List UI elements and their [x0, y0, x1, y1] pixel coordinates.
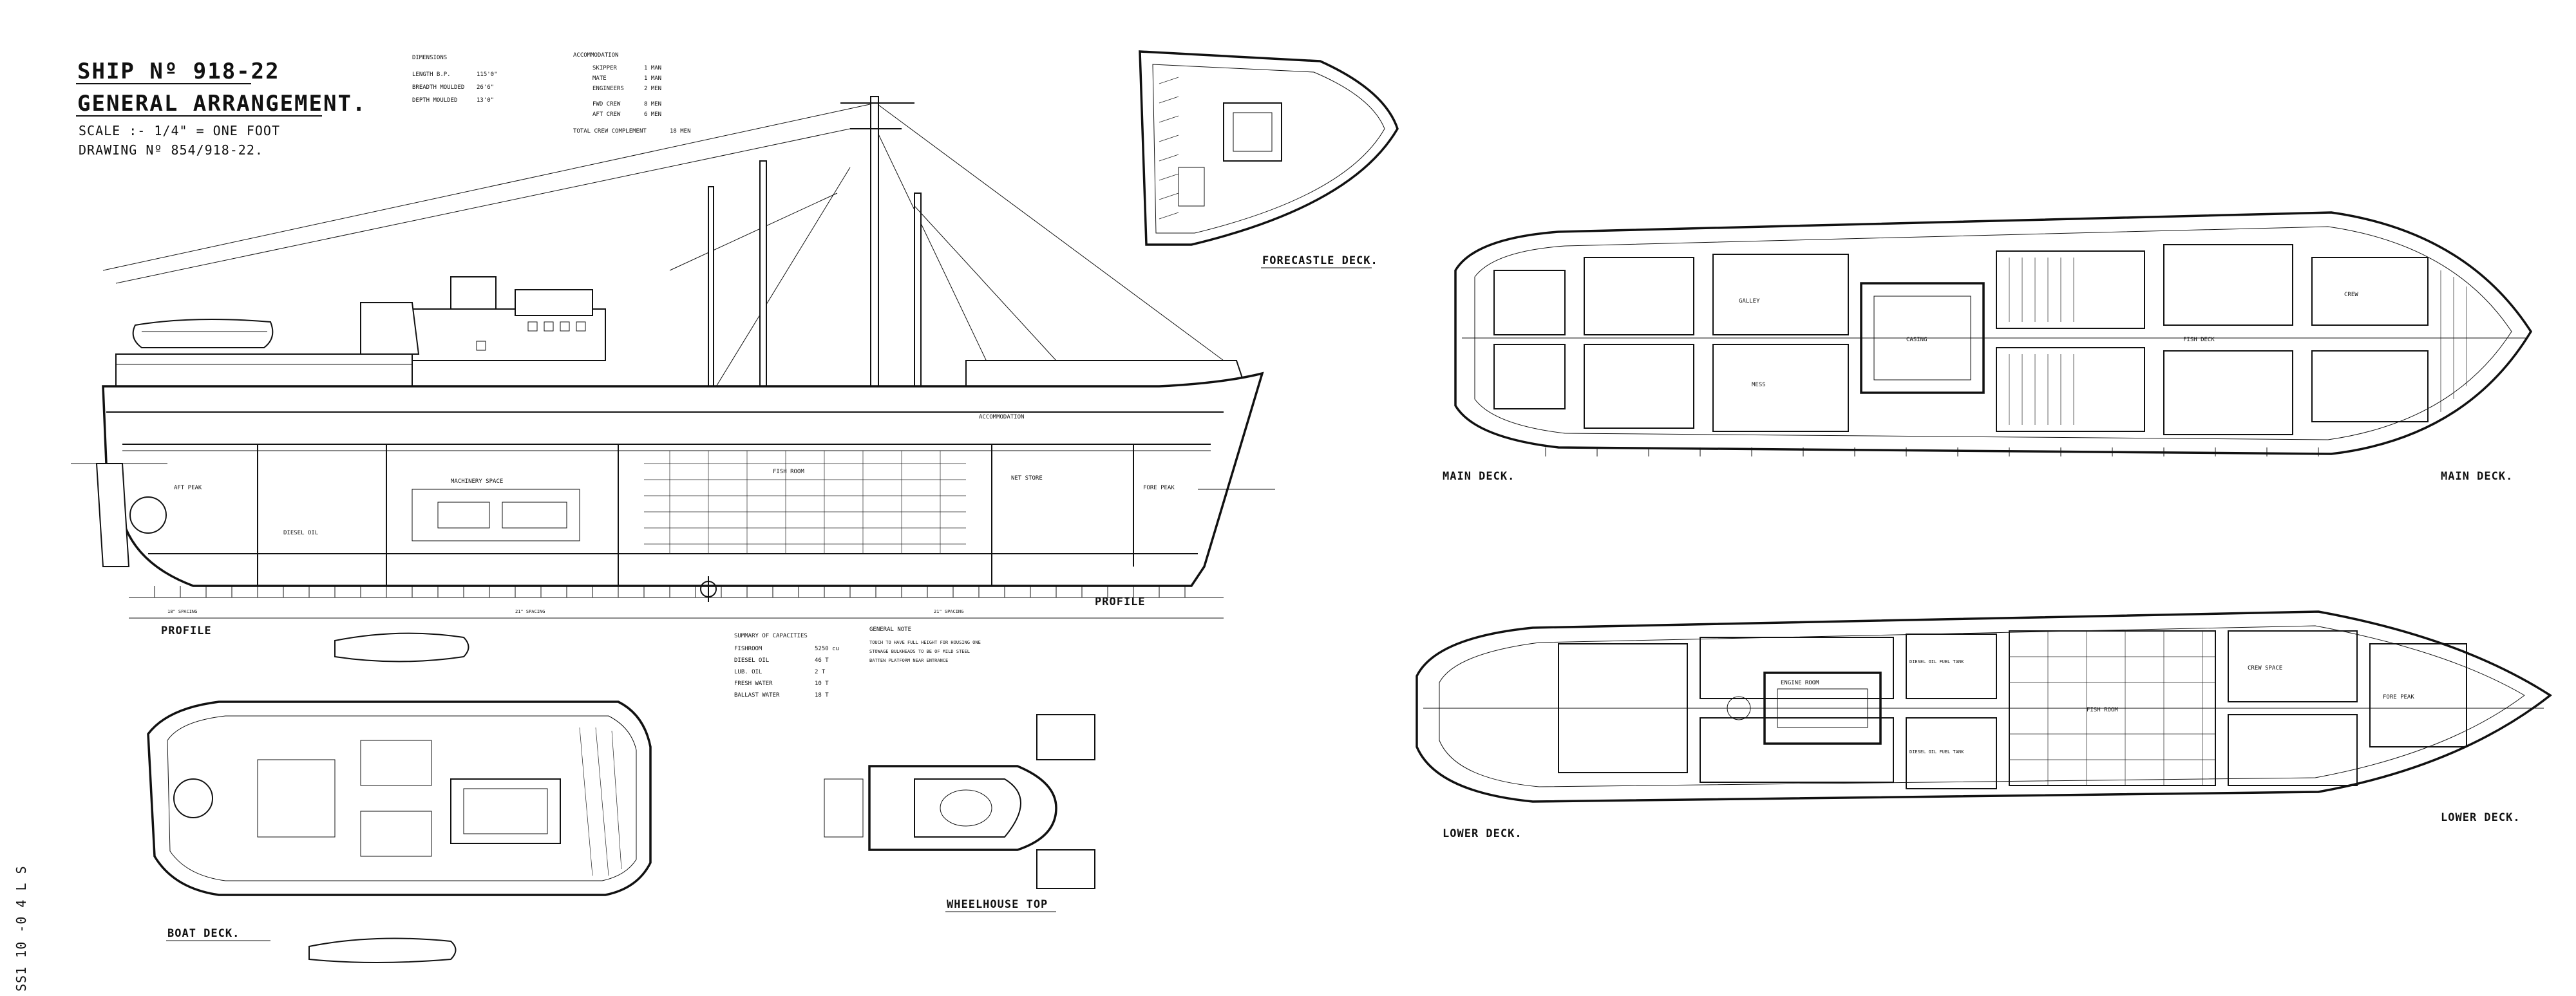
general-note-line-1: TOUCH TO HAVE FULL HEIGHT FOR HOUSING ON… — [869, 640, 981, 645]
accom-label-4: FWD CREW — [592, 101, 621, 108]
main-deck-hatching — [2009, 258, 2467, 425]
profile-aftpeak-label: AFT PEAK — [174, 485, 202, 491]
cap-value-3: 2 T — [815, 669, 826, 675]
dim-value-3: 13'0" — [477, 97, 494, 104]
accom-value-1: 1 MAN — [644, 65, 661, 71]
main-deck-casing: CASING — [1906, 337, 1927, 343]
lower-engine-room: ENGINE ROOM — [1781, 680, 1819, 686]
boat-deck-hatching — [579, 727, 622, 876]
dim-value-2: 26'6" — [477, 84, 494, 91]
main-deck-galley: GALLEY — [1739, 298, 1760, 305]
general-note-line-3: BATTEN PLATFORM NEAR ENTRANCE — [869, 658, 948, 663]
forecastle-label: FORECASTLE DECK. — [1262, 254, 1378, 267]
lower-crew: CREW SPACE — [2248, 665, 2282, 672]
wheelhouse-top-plan: WHEELHOUSE TOP — [824, 714, 1095, 912]
accom-value-2: 1 MAN — [644, 75, 661, 82]
cap-value-4: 10 T — [815, 681, 829, 687]
general-note: GENERAL NOTE TOUCH TO HAVE FULL HEIGHT F… — [869, 626, 981, 663]
lower-fish-room-grid — [2009, 631, 2215, 785]
accom-label-5: AFT CREW — [592, 111, 621, 118]
accom-value-3: 2 MEN — [644, 86, 661, 92]
cap-value-2: 46 T — [815, 657, 829, 664]
forecastle-deck-plan: FORECASTLE DECK. — [1139, 50, 1399, 268]
drawing-scale: SCALE :- 1/4" = ONE FOOT — [79, 123, 280, 138]
cap-label-1: FISHROOM — [734, 646, 762, 652]
main-deck-outline — [1454, 211, 2533, 455]
boat-deck-label: BOAT DECK. — [167, 927, 240, 940]
profile-fuel-label: DIESEL OIL — [283, 530, 318, 536]
dimensions-heading: DIMENSIONS — [412, 55, 447, 61]
lower-fore-peak: FORE PEAK — [2383, 694, 2414, 700]
frame-ticks — [129, 586, 1224, 619]
main-deck-plan: GALLEY MESS CASING FISH DECK CREW MAIN D… — [1443, 211, 2533, 483]
accom-label-2: MATE — [592, 75, 607, 82]
boat-deck-plan: BOAT DECK. — [147, 632, 652, 963]
main-deck-label-left: MAIN DECK. — [1443, 470, 1515, 483]
general-note-line-2: STOWAGE BULKHEADS TO BE OF MILD STEEL — [869, 649, 970, 654]
accom-heading: ACCOMMODATION — [573, 52, 618, 59]
lower-deck-label-right: LOWER DECK. — [2441, 811, 2521, 824]
dim-label-2: BREADTH MOULDED — [412, 84, 464, 91]
capacities-table: SUMMARY OF CAPACITIES FISHROOM 5250 cu D… — [734, 633, 839, 699]
lower-deck-label-left: LOWER DECK. — [1443, 827, 1522, 840]
capacities-heading: SUMMARY OF CAPACITIES — [734, 633, 808, 639]
profile-fishroom-label: FISH ROOM — [773, 469, 804, 475]
accom-label-6: TOTAL CREW COMPLEMENT — [573, 128, 647, 135]
accom-value-5: 6 MEN — [644, 111, 661, 118]
lower-fuel-b: DIESEL OIL FUEL TANK — [1909, 749, 1964, 755]
accommodation-table: ACCOMMODATION SKIPPER 1 MAN MATE 1 MAN E… — [573, 52, 691, 135]
profile-label-left: PROFILE — [161, 625, 212, 637]
frame-spacing-mid: 21" SPACING — [515, 609, 545, 614]
general-note-heading: GENERAL NOTE — [869, 626, 911, 633]
main-deck-mess: MESS — [1752, 382, 1766, 388]
forecastle-hatching — [1159, 77, 1179, 220]
lower-fish-room: FISH ROOM — [2087, 707, 2118, 713]
main-deck-label-right: MAIN DECK. — [2441, 470, 2513, 483]
cap-label-5: BALLAST WATER — [734, 692, 780, 699]
profile-label-right: PROFILE — [1095, 596, 1146, 608]
drawing-number: DRAWING Nº 854/918-22. — [79, 142, 263, 158]
ship-number: SHIP Nº 918-22 — [77, 59, 280, 84]
accom-value-6: 18 MEN — [670, 128, 691, 135]
profile-forepeak-label: FORE PEAK — [1143, 485, 1175, 491]
cap-label-2: DIESEL OIL — [734, 657, 769, 664]
wheelhouse-windows — [476, 321, 586, 351]
main-deck-crew: CREW — [2344, 292, 2358, 298]
archive-stamp: SS1 10 -0 4 L S — [14, 865, 29, 991]
frame-spacing-aft: 18" SPACING — [167, 609, 197, 614]
dim-label-3: DEPTH MOULDED — [412, 97, 457, 104]
accom-value-4: 8 MEN — [644, 101, 661, 108]
drawing-title: GENERAL ARRANGEMENT. — [77, 91, 366, 117]
frame-spacing-fwd: 21" SPACING — [934, 609, 963, 614]
accom-label-1: SKIPPER — [592, 65, 618, 71]
profile-accom-label: ACCOMMODATION — [979, 414, 1024, 420]
title-block: SHIP Nº 918-22 GENERAL ARRANGEMENT. SCAL… — [76, 59, 366, 158]
fish-room-grid — [644, 451, 966, 554]
cap-label-4: FRESH WATER — [734, 681, 773, 687]
dim-label-1: LENGTH B.P. — [412, 71, 451, 78]
boat-deck-outline — [147, 700, 652, 896]
cap-label-3: LUB. OIL — [734, 669, 762, 675]
lower-deck-plan: ENGINE ROOM DIESEL OIL FUEL TANK DIESEL … — [1416, 610, 2553, 840]
dimensions-table: DIMENSIONS LENGTH B.P. 115'0" BREADTH MO… — [412, 55, 498, 104]
lower-fuel-a: DIESEL OIL FUEL TANK — [1909, 659, 1964, 664]
accom-label-3: ENGINEERS — [592, 86, 624, 92]
cap-value-5: 18 T — [815, 692, 829, 699]
dim-value-1: 115'0" — [477, 71, 498, 78]
profile-netstore-label: NET STORE — [1011, 475, 1043, 482]
profile-machinery-label: MACHINERY SPACE — [451, 478, 503, 485]
profile-view: MACHINERY SPACE FISH ROOM NET STORE ACCO… — [71, 96, 1275, 637]
main-deck-fishdeck: FISH DECK — [2183, 337, 2215, 343]
wheelhouse-top-label: WHEELHOUSE TOP — [947, 898, 1048, 911]
cap-value-1: 5250 cu — [815, 646, 839, 652]
